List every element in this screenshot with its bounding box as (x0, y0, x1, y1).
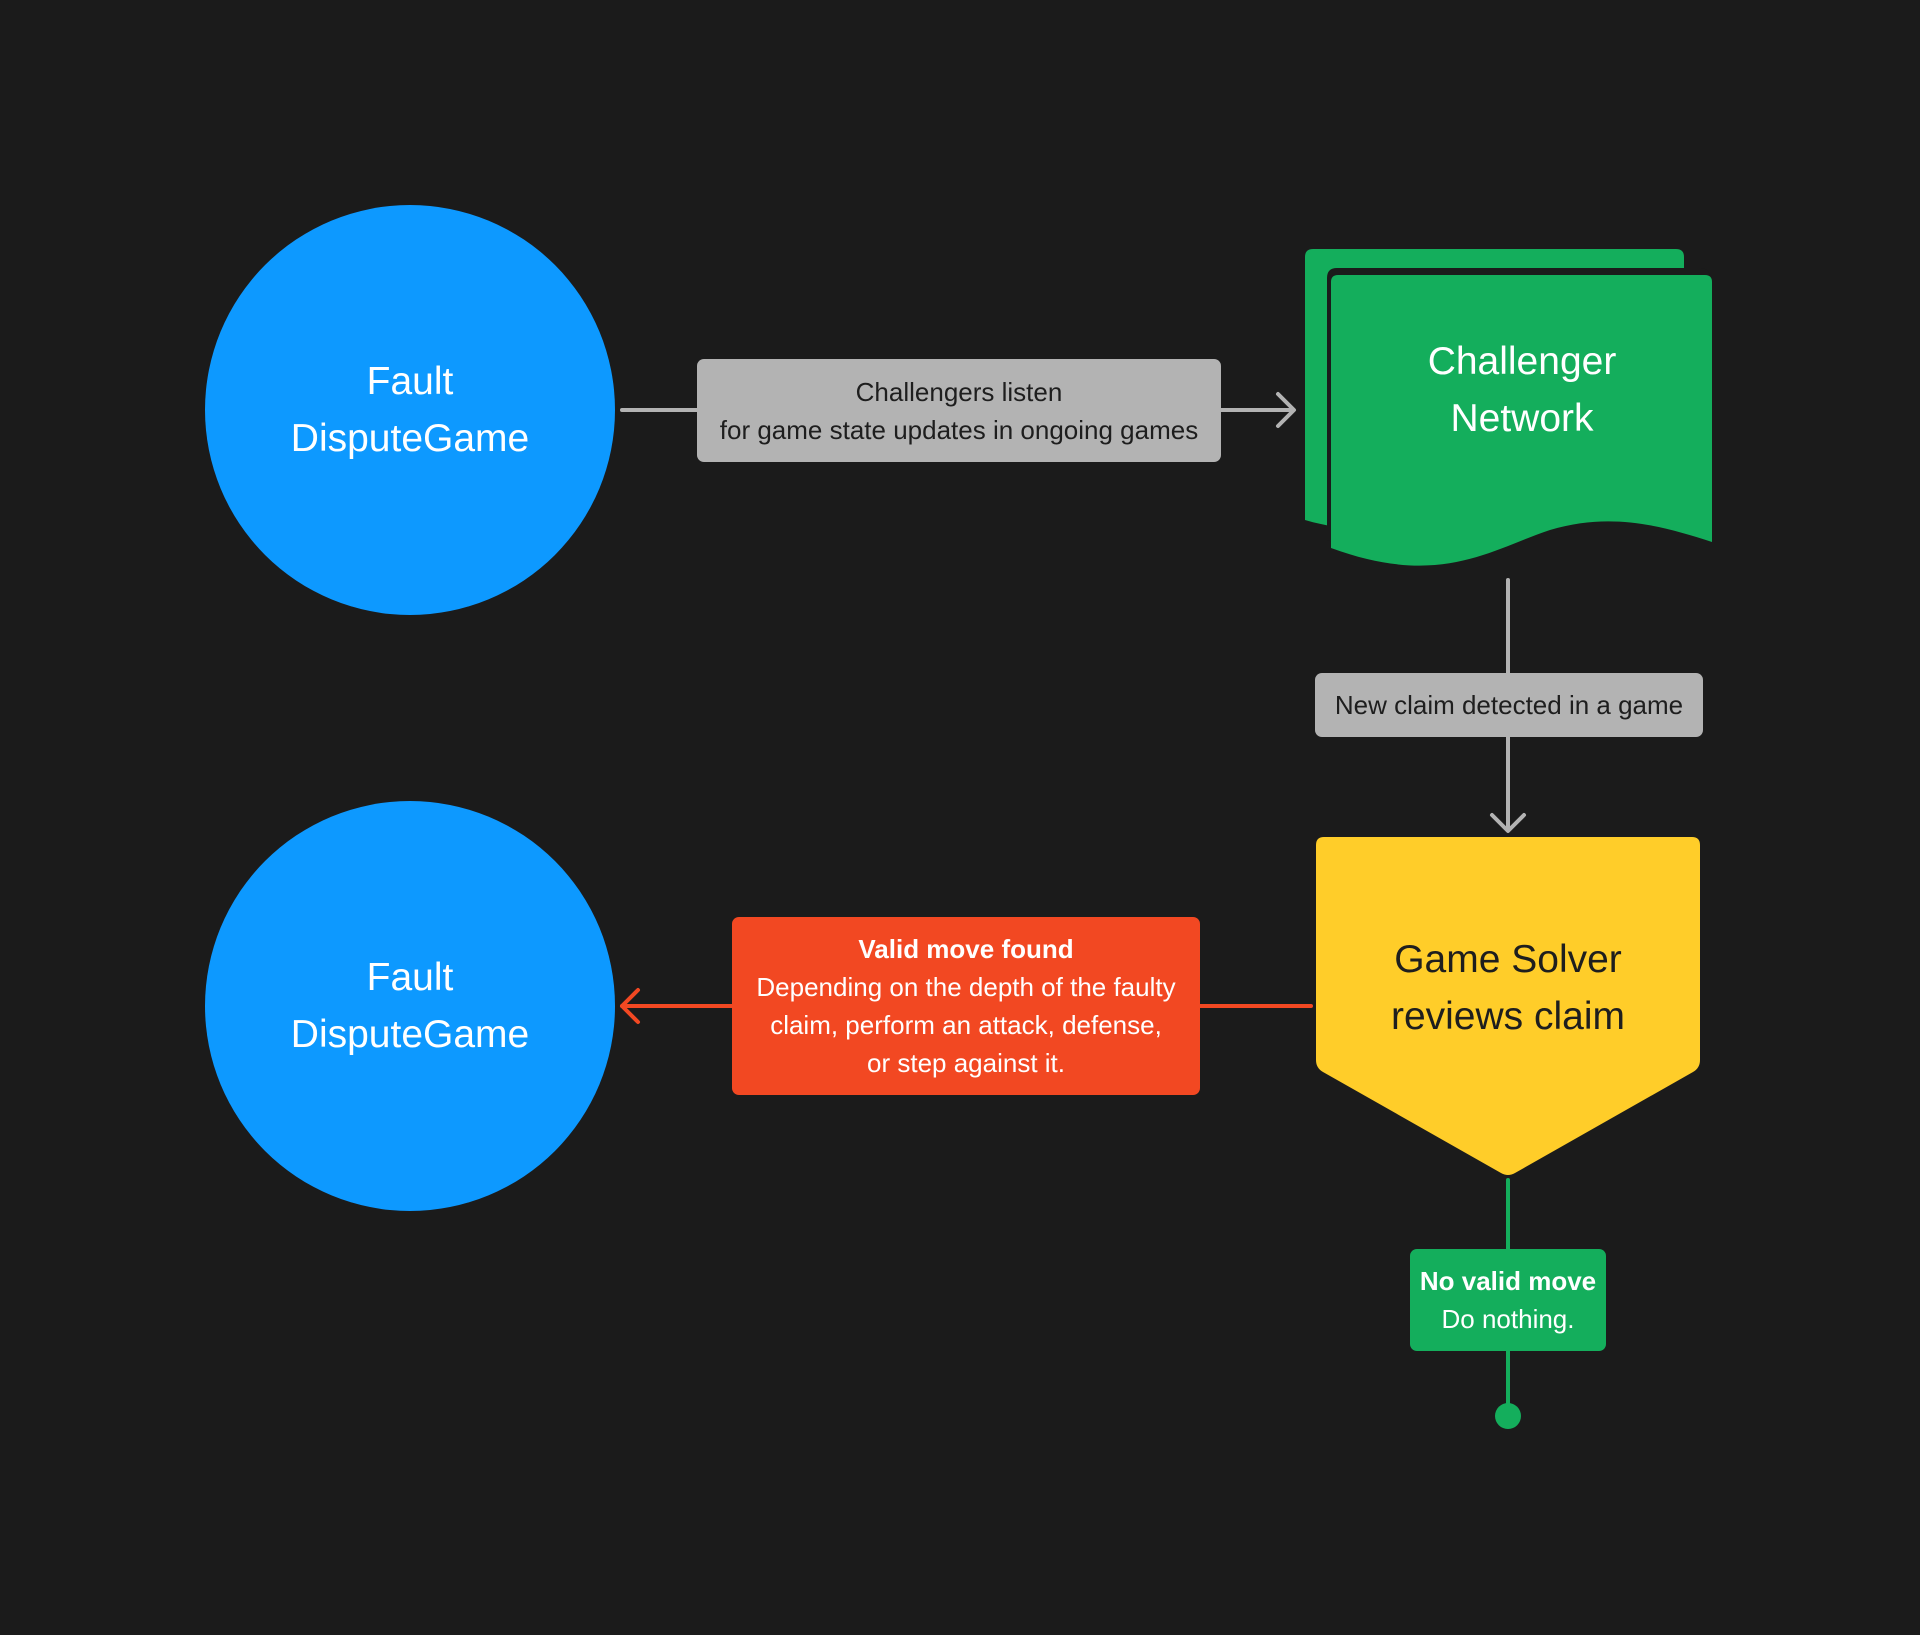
connector-new-claim (1490, 578, 1526, 833)
edge-label-line: claim, perform an attack, defense, (770, 1010, 1162, 1040)
fault-dispute-game-node-bottom: Fault DisputeGame (205, 801, 615, 1211)
node-label-line: Game Solver (1394, 938, 1622, 981)
edge-label-line: Depending on the depth of the faulty (756, 972, 1176, 1002)
arrowhead-right-icon (1276, 392, 1296, 428)
edge-label-no-valid-move: No valid move Do nothing. (1410, 1249, 1606, 1351)
node-label-line: DisputeGame (290, 417, 530, 460)
edge-label-line: Challengers listen (855, 376, 1063, 407)
edge-label-line: or step against it. (867, 1048, 1065, 1078)
arrowhead-down-icon (1490, 813, 1526, 833)
arrowhead-left-icon (620, 988, 640, 1024)
edge-label-listen: Challengers listen for game state update… (697, 359, 1221, 462)
connector-listen (620, 392, 1296, 428)
edge-label-line: for game state updates in ongoing games (719, 414, 1199, 445)
fault-dispute-game-node-top: Fault DisputeGame (205, 205, 615, 615)
challenger-network-shape (1305, 249, 1712, 566)
end-dot-icon (1495, 1403, 1521, 1429)
edge-label-line: New claim detected in a game (1334, 690, 1684, 720)
node-label-line: DisputeGame (290, 1013, 530, 1056)
edge-label-new-claim: New claim detected in a game (1315, 673, 1703, 737)
node-label-line: Fault (366, 956, 454, 999)
challenger-network-label: Challenger Network (1330, 330, 1714, 450)
game-solver-shape (1316, 837, 1700, 1175)
edge-label-title: No valid move (1419, 1266, 1597, 1296)
node-label-line: reviews claim (1390, 995, 1626, 1038)
node-label-line: Network (1450, 397, 1594, 440)
node-label-line: Fault (366, 360, 454, 403)
game-solver-label: Game Solver reviews claim (1316, 928, 1700, 1048)
edge-label-line: Do nothing. (1441, 1304, 1575, 1334)
connector-valid-move (620, 988, 1313, 1024)
edge-label-valid-move: Valid move found Depending on the depth … (732, 917, 1200, 1095)
edge-label-title: Valid move found (858, 934, 1074, 964)
node-label-line: Challenger (1427, 340, 1617, 383)
